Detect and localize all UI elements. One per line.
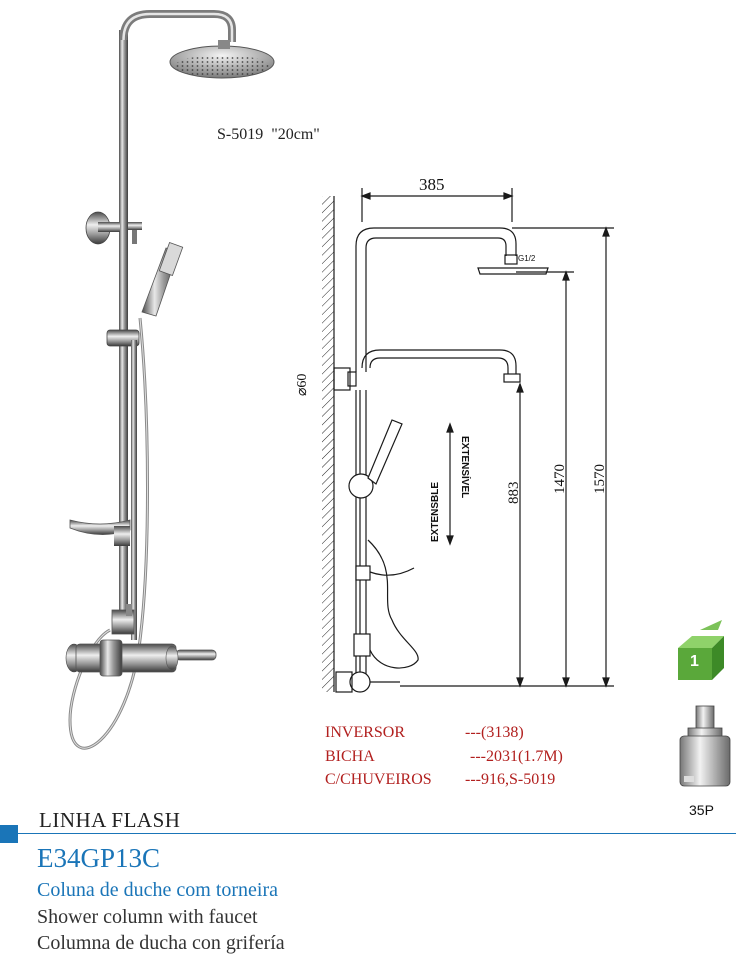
spec-row-inversor-value: ---(3138) <box>465 724 524 741</box>
spec-row-bicha-value: ---2031(1.7M) <box>470 748 563 765</box>
cartridge-label: 35P <box>689 802 714 818</box>
description-en: Shower column with faucet <box>37 906 258 928</box>
thread-label: G1/2 <box>518 254 536 263</box>
divider-line <box>18 833 736 834</box>
spec-row-inversor-label: INVERSOR <box>325 724 406 741</box>
width-dimension: 385 <box>419 175 445 194</box>
description-pt: Coluna de duche com torneira <box>37 879 279 901</box>
line-name: LINHA FLASH <box>39 808 181 832</box>
model-note: S-5019 "20cm" <box>217 126 320 143</box>
spec-row-chuveiros-value: ---916,S-5019 <box>465 771 556 788</box>
spec-row-chuveiros-label: C/CHUVEIROS <box>325 771 432 788</box>
badge-number: 1 <box>690 653 699 670</box>
spec-row-bicha-label: BICHA <box>325 748 375 765</box>
accent-square <box>0 825 18 843</box>
description-es: Columna de ducha con grifería <box>37 932 285 954</box>
product-code: E34GP13C <box>37 843 161 873</box>
